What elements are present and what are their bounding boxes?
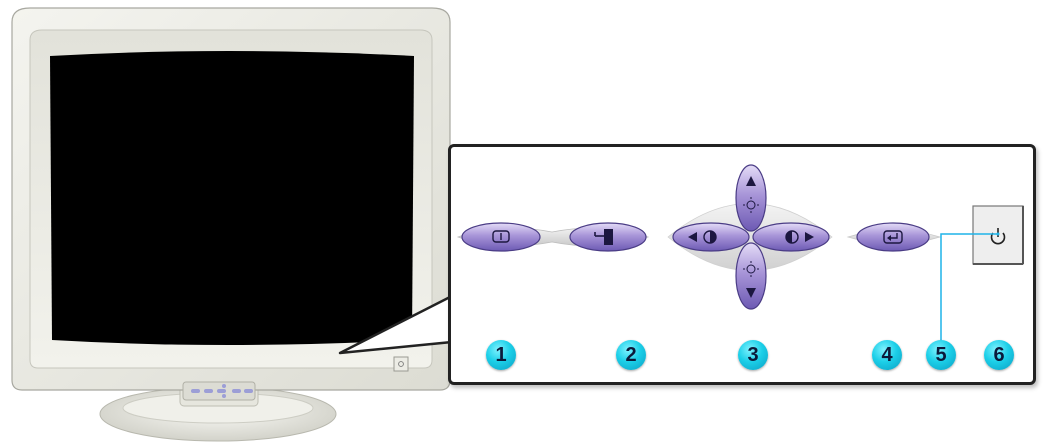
adjust-right-contrast-button[interactable] — [752, 222, 830, 252]
exit-icon — [594, 229, 613, 245]
callout-number-4: 4 — [872, 340, 902, 370]
power-indicator-icon — [996, 232, 1000, 236]
brightness-icon — [743, 197, 759, 213]
contrast-icon — [785, 230, 799, 244]
exit-button[interactable] — [569, 222, 647, 252]
adjust-down-brightness-button[interactable] — [735, 242, 767, 310]
callout-number-2: 2 — [616, 340, 646, 370]
callout-number-3: 3 — [738, 340, 768, 370]
power-indicator-leader-line — [940, 233, 998, 342]
adjust-left-contrast-button[interactable] — [672, 222, 750, 252]
bezel-power-button — [393, 356, 409, 372]
callout-number-1: 1 — [486, 340, 516, 370]
menu-button[interactable] — [461, 222, 541, 252]
monitor-screen — [50, 51, 414, 345]
callout-number-5: 5 — [926, 340, 956, 370]
menu-icon — [492, 230, 510, 243]
enter-button[interactable] — [856, 222, 930, 252]
brightness-icon — [743, 261, 759, 277]
callout-number-6: 6 — [984, 340, 1014, 370]
contrast-icon — [703, 230, 717, 244]
adjust-up-brightness-button[interactable] — [735, 164, 767, 232]
enter-icon — [883, 230, 903, 244]
